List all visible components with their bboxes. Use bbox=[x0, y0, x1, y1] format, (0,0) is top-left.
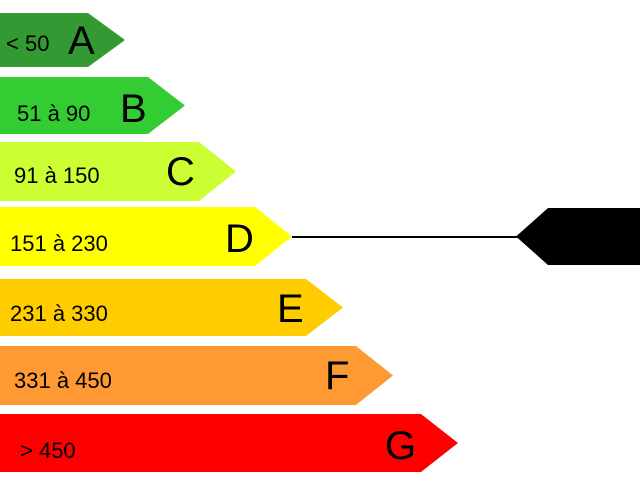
band-d: 151 à 230 D bbox=[0, 207, 292, 266]
band-c: 91 à 150 C bbox=[0, 142, 236, 201]
band-g: > 450 G bbox=[0, 414, 458, 472]
band-d-range: 151 à 230 bbox=[10, 231, 108, 256]
band-e-range: 231 à 330 bbox=[10, 301, 108, 326]
band-b: 51 à 90 B bbox=[0, 77, 185, 134]
indicator-line bbox=[292, 236, 518, 238]
band-c-range: 91 à 150 bbox=[14, 163, 100, 188]
band-a: < 50 A bbox=[0, 13, 125, 67]
band-g-range: > 450 bbox=[20, 438, 76, 463]
band-e-letter: E bbox=[277, 287, 304, 331]
band-f: 331 à 450 F bbox=[0, 346, 393, 405]
band-c-letter: C bbox=[166, 150, 195, 194]
band-b-letter: B bbox=[120, 87, 147, 131]
band-e: 231 à 330 E bbox=[0, 279, 343, 336]
band-f-letter: F bbox=[325, 354, 350, 398]
band-a-range: < 50 bbox=[6, 31, 50, 56]
band-b-range: 51 à 90 bbox=[17, 101, 91, 126]
band-f-range: 331 à 450 bbox=[14, 368, 112, 393]
indicator-arrow bbox=[516, 208, 640, 265]
band-a-letter: A bbox=[68, 19, 95, 63]
band-g-letter: G bbox=[385, 424, 417, 468]
band-d-letter: D bbox=[225, 217, 254, 261]
